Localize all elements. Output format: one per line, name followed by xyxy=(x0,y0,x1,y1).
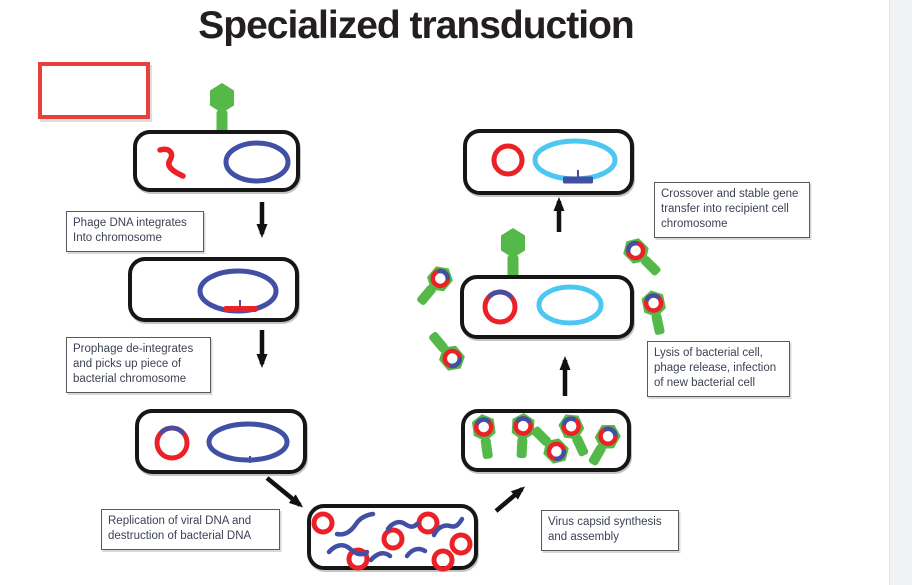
viral-dna-ring xyxy=(346,547,370,571)
donor-cell xyxy=(133,130,300,192)
flow-arrows xyxy=(256,197,571,513)
label-phage-integrates: Phage DNA integrates Into chromosome xyxy=(66,211,204,252)
phage-dna-fragment xyxy=(157,146,186,179)
phage-dna-circle xyxy=(491,143,525,177)
infecting-phage-icon xyxy=(501,228,525,279)
recipient-chromosome-oval xyxy=(536,284,604,326)
phage-icon xyxy=(423,327,469,376)
recipient-cell xyxy=(463,129,634,195)
phage-icon xyxy=(640,288,671,337)
viral-dna-ring xyxy=(431,548,455,572)
label-lysis: Lysis of bacterial cell, phage release, … xyxy=(647,341,790,397)
page-title: Specialized transduction xyxy=(198,4,634,47)
bacterial-dna-fragment xyxy=(404,546,428,559)
integrated-cell xyxy=(128,257,299,322)
red-annotation-box xyxy=(38,62,150,119)
chromosome-oval xyxy=(206,421,290,463)
deintegrated-cell xyxy=(135,409,307,474)
bacterial-gene-arc xyxy=(487,289,513,299)
arrow-diagonal-right xyxy=(265,476,304,508)
bacterial-dna-fragment xyxy=(326,542,370,557)
viral-dna-copies xyxy=(311,511,473,572)
arrow-diagonal-up xyxy=(494,486,526,513)
bacterial-gene-arc xyxy=(159,425,185,435)
viral-dna-ring xyxy=(381,527,405,551)
phage-icon xyxy=(411,261,457,310)
label-crossover: Crossover and stable gene transfer into … xyxy=(654,182,810,238)
bacterial-dna-fragment xyxy=(431,516,465,538)
label-prophage-deintegrates: Prophage de-integrates and picks up piec… xyxy=(66,337,211,393)
integrated-prophage-segment xyxy=(224,306,257,312)
viral-dna-ring xyxy=(449,532,473,556)
viral-dna-ring xyxy=(311,511,335,535)
transferred-gene-segment xyxy=(563,176,593,184)
phage-icon xyxy=(210,83,234,134)
bacterial-dna-fragment xyxy=(385,519,420,532)
chromosome-oval xyxy=(223,140,291,184)
phage-icon xyxy=(619,234,666,281)
bacterial-dna-fragment xyxy=(334,511,376,537)
label-replication: Replication of viral DNA and destruction… xyxy=(101,509,280,550)
page-edge-strip xyxy=(889,0,912,585)
label-capsid-assembly: Virus capsid synthesis and assembly xyxy=(541,510,679,551)
bacterial-dna-fragment xyxy=(368,550,393,563)
